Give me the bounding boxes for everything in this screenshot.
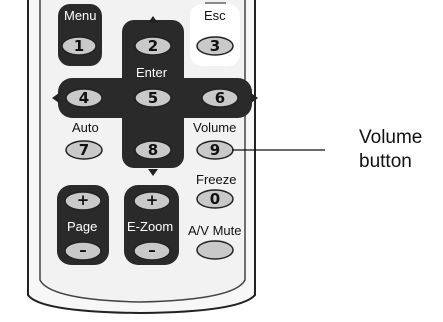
auto-label: Auto — [72, 120, 99, 135]
key-7 — [65, 140, 103, 160]
av-mute-label: A/V Mute — [188, 223, 242, 238]
key-3 — [196, 36, 234, 56]
down-arrow-icon — [148, 169, 158, 176]
av-mute-key — [196, 240, 234, 260]
key-9-number: 9 — [209, 141, 221, 159]
key-1 — [61, 36, 97, 56]
key-3-number: 3 — [209, 37, 221, 55]
up-arrow-icon — [148, 16, 158, 23]
left-arrow-icon — [52, 93, 59, 103]
key-8-number: 8 — [147, 141, 159, 159]
freeze-label: Freeze — [196, 172, 237, 187]
page-plus-symbol: + — [76, 191, 90, 209]
key-5 — [134, 88, 172, 108]
page-label: Page — [67, 219, 98, 234]
callout-label-line2: button — [359, 151, 412, 172]
key-7-number: 7 — [78, 141, 90, 159]
right-arrow-icon — [251, 93, 258, 103]
key-2-number: 2 — [147, 37, 159, 55]
key-5-number: 5 — [147, 89, 159, 107]
ezoom-minus-symbol: – — [148, 241, 156, 259]
key-1-number: 1 — [73, 37, 85, 55]
ezoom-plus-key — [133, 191, 171, 211]
ezoom-label: E-Zoom — [127, 219, 174, 234]
ezoom-minus-key — [133, 241, 171, 261]
volume-label: Volume — [193, 120, 237, 135]
page-plus-key — [64, 191, 102, 211]
key-4-number: 4 — [78, 89, 90, 107]
esc-label: Esc — [204, 8, 226, 23]
page-minus-key — [64, 241, 102, 261]
key-0-number: 0 — [209, 190, 221, 208]
key-6 — [201, 88, 239, 108]
menu-label: Menu — [64, 8, 97, 23]
page-minus-symbol: – — [79, 241, 87, 259]
ezoom-plus-symbol: + — [145, 191, 159, 209]
key-6-number: 6 — [214, 89, 226, 107]
key-4 — [65, 88, 103, 108]
callout-label-line1: Volume — [359, 127, 423, 148]
key-8 — [134, 140, 172, 160]
key-2 — [134, 36, 172, 56]
key-0 — [196, 189, 234, 209]
enter-label: Enter — [136, 65, 168, 80]
